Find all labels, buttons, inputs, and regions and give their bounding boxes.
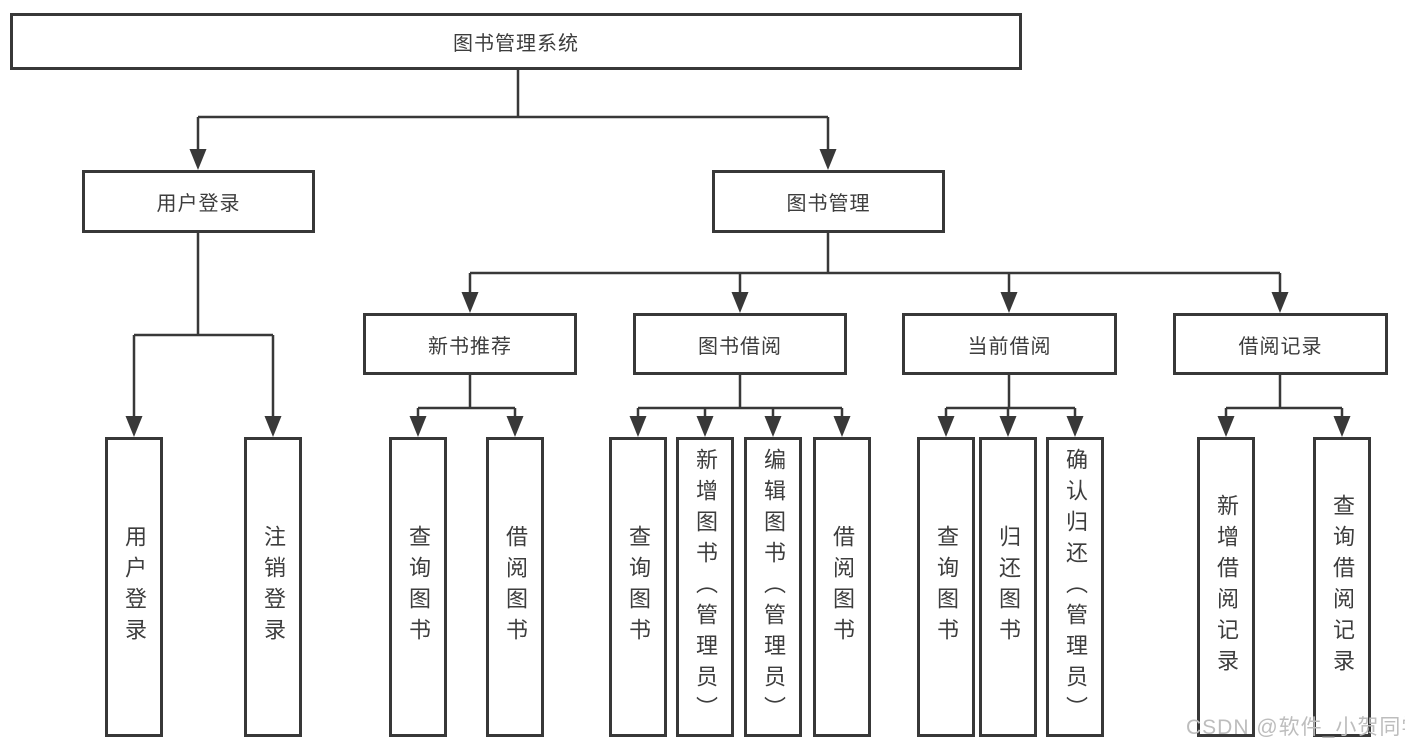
node-root-label: 图书管理系统 <box>453 33 579 55</box>
leaf-borrow-query-label: 查询图书 <box>626 525 651 649</box>
leaf-user-login: 用户登录 <box>105 437 163 737</box>
node-borrowing-records: 借阅记录 <box>1173 313 1388 375</box>
node-new-book-recommend: 新书推荐 <box>363 313 577 375</box>
node-borrowing-records-label: 借阅记录 <box>1238 335 1323 358</box>
leaf-current-confirm-admin: 确认归还（管理员） <box>1046 437 1104 737</box>
leaf-record-query: 查询借阅记录 <box>1313 437 1371 737</box>
leaf-current-return-label: 归还图书 <box>996 525 1021 649</box>
node-book-borrowing: 图书借阅 <box>633 313 847 375</box>
leaf-borrow-borrow: 借阅图书 <box>813 437 871 737</box>
leaf-borrow-query: 查询图书 <box>609 437 667 737</box>
leaf-logout: 注销登录 <box>244 437 302 737</box>
node-root: 图书管理系统 <box>10 13 1022 70</box>
leaf-borrow-add-admin-label: 新增图书（管理员） <box>693 447 718 727</box>
leaf-logout-label: 注销登录 <box>261 525 286 649</box>
node-book-management: 图书管理 <box>712 170 945 233</box>
leaf-borrow-borrow-label: 借阅图书 <box>830 525 855 649</box>
leaf-current-query: 查询图书 <box>917 437 975 737</box>
leaf-record-add: 新增借阅记录 <box>1197 437 1255 737</box>
csdn-watermark: CSDN @软件_小贺同学 <box>1186 716 1405 739</box>
leaf-current-return: 归还图书 <box>979 437 1037 737</box>
leaf-borrow-edit-admin-label: 编辑图书（管理员） <box>761 447 786 727</box>
leaf-borrow-add-admin: 新增图书（管理员） <box>676 437 734 737</box>
leaf-record-query-label: 查询借阅记录 <box>1330 494 1355 680</box>
leaf-current-confirm-admin-label: 确认归还（管理员） <box>1063 447 1088 727</box>
node-new-book-recommend-label: 新书推荐 <box>428 335 512 358</box>
leaf-record-add-label: 新增借阅记录 <box>1214 494 1239 680</box>
leaf-borrow-edit-admin: 编辑图书（管理员） <box>744 437 802 737</box>
node-user-login-label: 用户登录 <box>156 193 241 215</box>
node-book-borrowing-label: 图书借阅 <box>698 335 782 358</box>
node-current-borrowing: 当前借阅 <box>902 313 1117 375</box>
leaf-current-query-label: 查询图书 <box>934 525 959 649</box>
leaf-newbook-query-label: 查询图书 <box>406 525 431 649</box>
node-current-borrowing-label: 当前借阅 <box>967 335 1052 358</box>
leaf-newbook-query: 查询图书 <box>389 437 447 737</box>
node-user-login: 用户登录 <box>82 170 315 233</box>
node-book-management-label: 图书管理 <box>786 193 871 215</box>
leaf-newbook-borrow-label: 借阅图书 <box>503 525 528 649</box>
leaf-newbook-borrow: 借阅图书 <box>486 437 544 737</box>
leaf-user-login-label: 用户登录 <box>122 525 147 649</box>
